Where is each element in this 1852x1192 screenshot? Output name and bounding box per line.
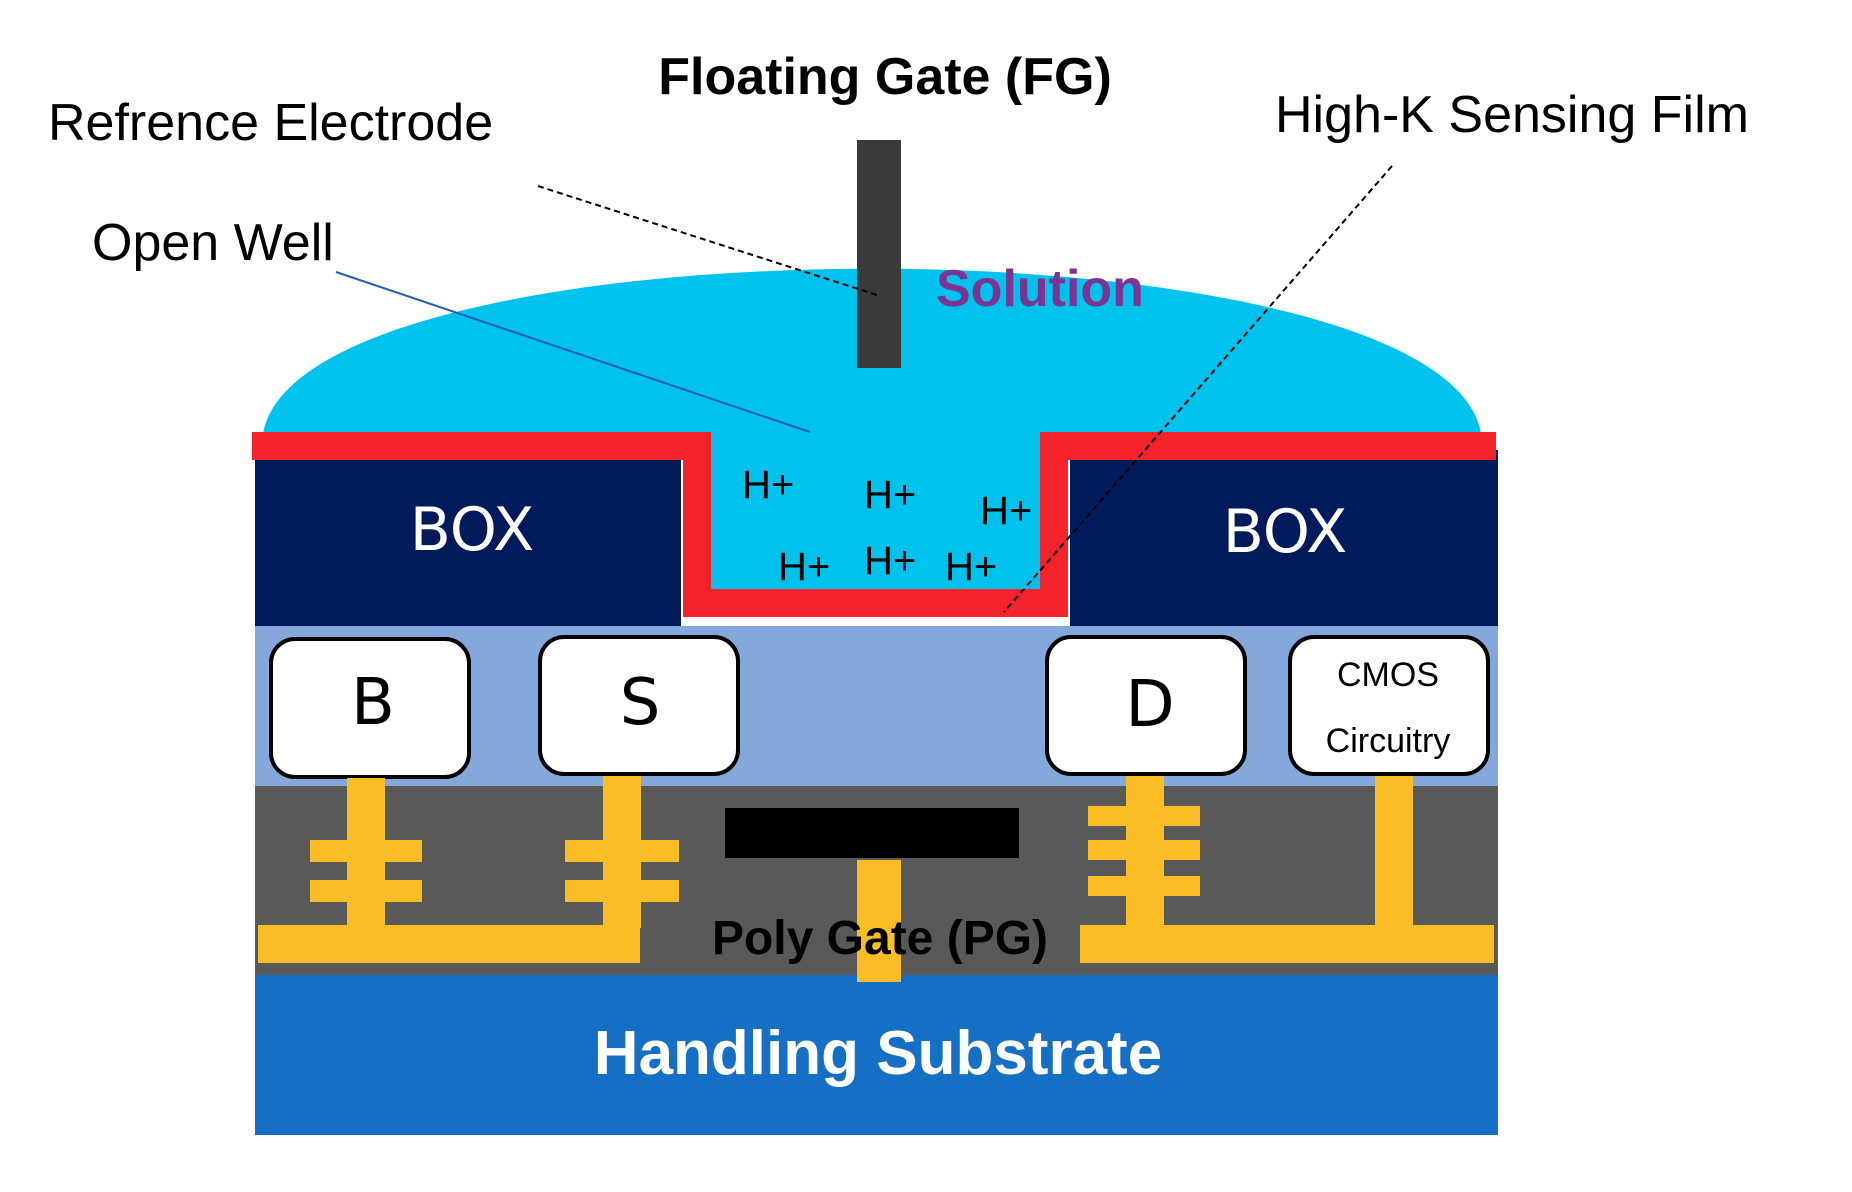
reference-electrode bbox=[857, 140, 901, 368]
floating-gate-label: Floating Gate (FG) bbox=[658, 48, 1112, 106]
sensing-film bbox=[252, 432, 1496, 617]
terminal-d-box bbox=[1045, 635, 1247, 776]
reference-electrode-label: Refrence Electrode bbox=[48, 94, 493, 152]
terminal-d-label: D bbox=[1125, 668, 1174, 742]
terminal-s-label: S bbox=[620, 666, 661, 740]
box-right bbox=[1070, 450, 1498, 626]
open-well-label: Open Well bbox=[92, 214, 334, 272]
box-left-label: BOX bbox=[410, 495, 535, 565]
ion-label: H+ bbox=[980, 489, 1032, 533]
box-right-label: BOX bbox=[1223, 497, 1348, 567]
ion-label: H+ bbox=[864, 539, 916, 583]
open-well-leader bbox=[335, 271, 811, 433]
hydrogen-ions: H+ H+ H+ H+ H+ H+ bbox=[742, 463, 1032, 589]
high-k-label: High-K Sensing Film bbox=[1275, 86, 1749, 144]
cmos-label-line2: Circuitry bbox=[1326, 722, 1451, 760]
cmos-label-line1: CMOS bbox=[1337, 656, 1439, 694]
ion-label: H+ bbox=[778, 545, 830, 589]
solution-label: Solution bbox=[936, 260, 1144, 318]
cmos-circuitry-box bbox=[1288, 635, 1490, 776]
terminal-s-box bbox=[538, 635, 740, 776]
well-solution bbox=[693, 440, 1058, 590]
terminal-b-box bbox=[269, 637, 471, 779]
ion-label: H+ bbox=[864, 473, 916, 517]
handling-substrate bbox=[255, 975, 1498, 1135]
high-k-leader bbox=[1003, 165, 1393, 613]
terminal-b-label: B bbox=[351, 666, 395, 740]
ion-label: H+ bbox=[945, 545, 997, 589]
ion-label: H+ bbox=[742, 463, 794, 507]
poly-gate-bar bbox=[725, 808, 1019, 858]
box-left bbox=[255, 450, 681, 626]
metal-interconnects bbox=[258, 776, 1494, 982]
poly-gate-label: Poly Gate (PG) bbox=[712, 912, 1048, 965]
substrate-label: Handling Substrate bbox=[594, 1019, 1162, 1088]
